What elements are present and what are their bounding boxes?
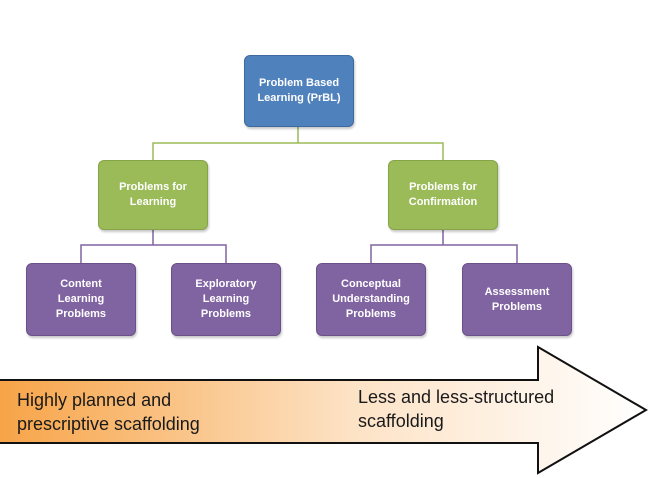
node-label-line: Problems [200, 308, 252, 320]
node-label-line: Confirmation [408, 196, 478, 208]
node-label-line: Problems for [409, 181, 477, 193]
node-content-learning-problems: Content Learning Problems [26, 263, 136, 336]
node-label-line: Problems for [119, 181, 187, 193]
node-label-line: Problems [491, 300, 543, 313]
arrow-right-label: Less and less-structured scaffolding [358, 385, 554, 433]
node-assessment-problems: Assessment Problems [462, 263, 572, 336]
node-label-line: Learning (PrBL) [257, 92, 341, 104]
arrow-label-line: Highly planned and [17, 390, 172, 410]
node-problems-for-confirmation: Problems for Confirmation [388, 160, 498, 230]
node-label-line: Exploratory [195, 278, 257, 290]
arrow-label-line: Less and less-structured [358, 387, 555, 407]
arrow-shape [0, 345, 648, 475]
mid-left-to-leaf-connector [80, 230, 227, 263]
node-exploratory-learning-problems: Exploratory Learning Problems [171, 263, 281, 336]
node-label-line: Learning [129, 196, 177, 208]
node-label-line: Problem Based [258, 77, 340, 89]
node-problem-based-learning: Problem Based Learning (PrBL) [244, 55, 354, 127]
arrow-left-label: Highly planned and prescriptive scaffold… [17, 388, 200, 436]
node-label-line: Problems [55, 308, 107, 320]
node-label-line: Learning [202, 293, 250, 305]
mid-right-to-leaf-connector [370, 230, 518, 263]
node-label-line: Learning [57, 293, 105, 305]
arrow-label-line: scaffolding [358, 411, 444, 431]
root-to-mid-connector [152, 127, 444, 160]
node-problems-for-learning: Problems for Learning [98, 160, 208, 230]
node-label-line: Conceptual [341, 278, 401, 290]
node-label-line: Understanding [332, 293, 410, 305]
arrow-label-line: prescriptive scaffolding [17, 414, 200, 434]
node-label-line: Problems [345, 308, 397, 320]
node-label-line: Content [60, 278, 102, 290]
node-label-line: Assessment [484, 285, 550, 298]
node-conceptual-understanding-problems: Conceptual Understanding Problems [316, 263, 426, 336]
